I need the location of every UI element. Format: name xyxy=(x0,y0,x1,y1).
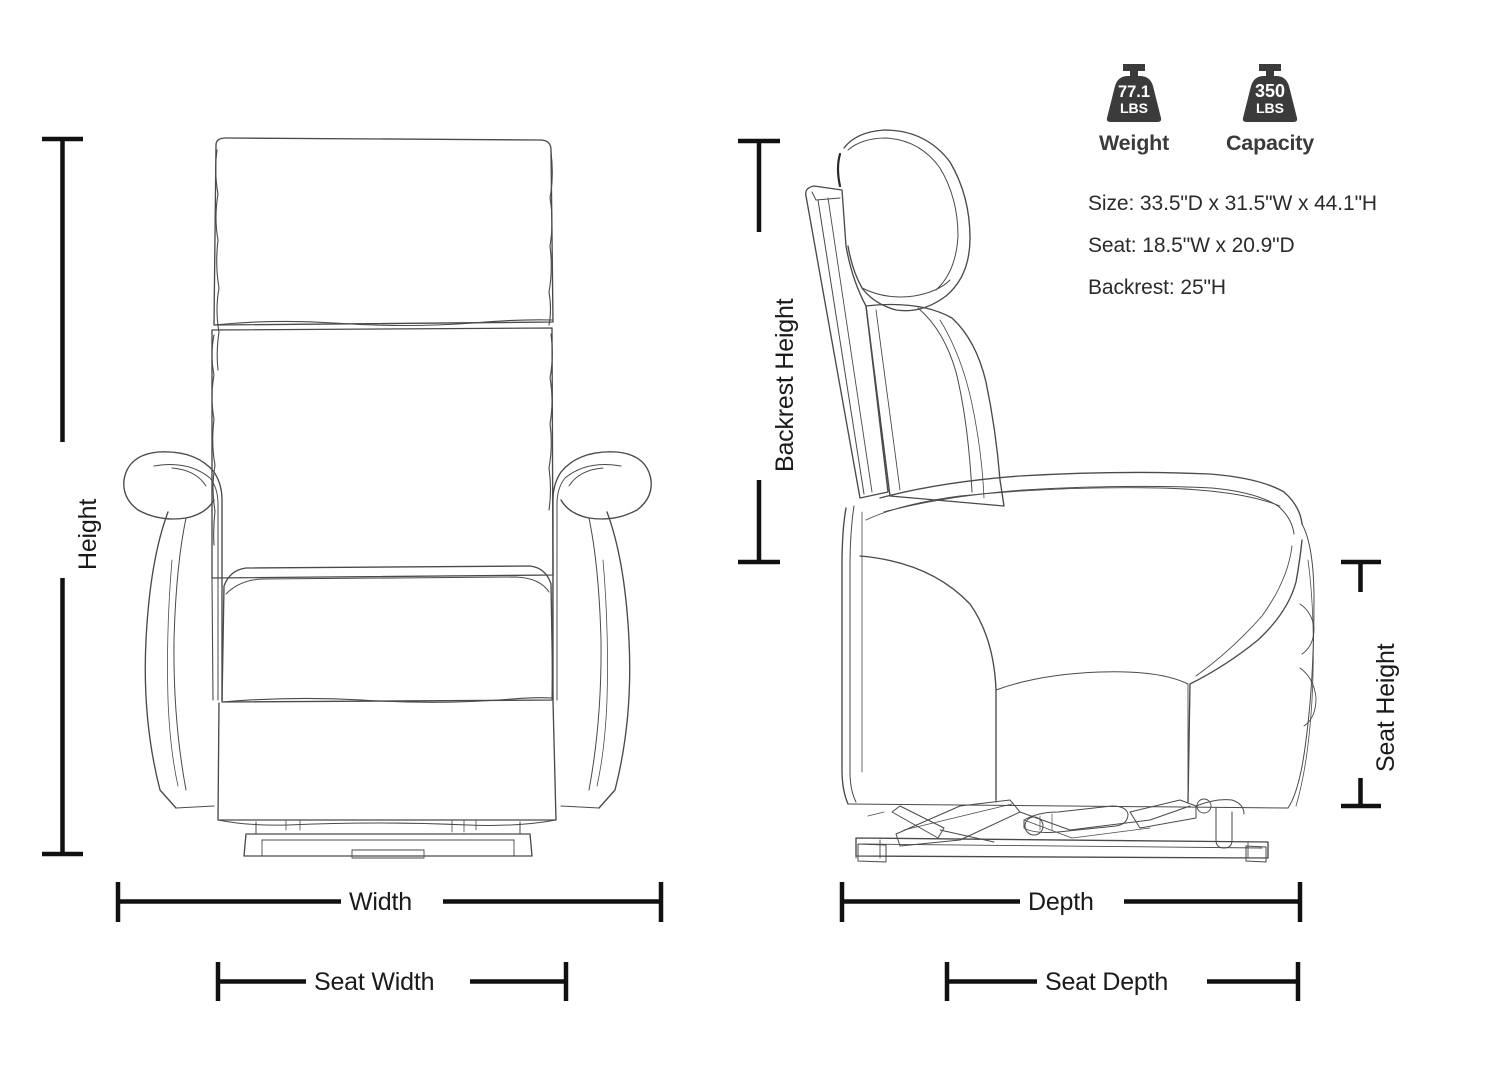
spec-seat-line: Seat: 18.5"W x 20.9"D xyxy=(1088,234,1295,257)
weight-unit: LBS xyxy=(1120,100,1148,116)
side-view-recliner xyxy=(805,129,1317,863)
weight-plate-icon: 350 LBS xyxy=(1237,62,1303,124)
spec-panel: 77.1 LBS Weight 350 LBS Capacity xyxy=(1088,62,1418,319)
seat-width-dimension-line xyxy=(215,962,569,1001)
capacity-caption: Capacity xyxy=(1225,131,1315,155)
backrest-height-label: Backrest Height xyxy=(771,298,799,472)
seat-height-dimension-line xyxy=(1341,559,1381,809)
depth-dimension-line xyxy=(839,882,1303,922)
height-label: Height xyxy=(74,498,102,570)
spec-size-line: Size: 33.5"D x 31.5"W x 44.1"H xyxy=(1088,192,1377,215)
front-view-recliner xyxy=(123,137,652,859)
seat-width-label: Seat Width xyxy=(314,968,435,996)
seat-depth-label: Seat Depth xyxy=(1045,968,1169,996)
capacity-unit: LBS xyxy=(1256,100,1284,116)
seat-depth-dimension-line xyxy=(944,962,1301,1001)
width-dimension-line xyxy=(115,882,664,922)
capacity-badge: 350 LBS Capacity xyxy=(1224,62,1316,156)
weight-plate-icon: 77.1 LBS xyxy=(1101,62,1167,124)
backrest-height-dimension-line xyxy=(738,138,780,565)
height-dimension-line xyxy=(42,136,83,857)
spec-text-block: Size: 33.5"D x 31.5"W x 44.1"H Seat: 18.… xyxy=(1088,193,1418,298)
badge-row: 77.1 LBS Weight 350 LBS Capacity xyxy=(1088,62,1418,156)
spec-backrest-line: Backrest: 25"H xyxy=(1088,276,1226,299)
weight-caption: Weight xyxy=(1098,131,1170,155)
capacity-value: 350 xyxy=(1255,81,1285,101)
weight-value: 77.1 xyxy=(1118,83,1150,101)
depth-label: Depth xyxy=(1028,888,1094,916)
weight-badge: 77.1 LBS Weight xyxy=(1088,62,1180,156)
width-label: Width xyxy=(349,888,412,916)
seat-height-label: Seat Height xyxy=(1372,643,1400,772)
